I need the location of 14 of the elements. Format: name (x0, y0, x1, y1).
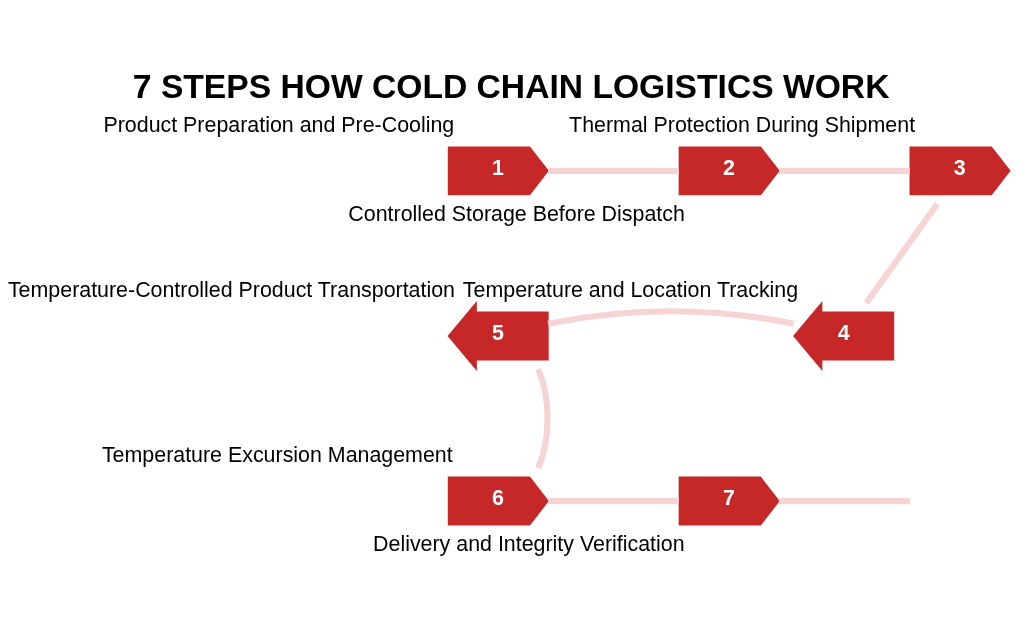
connector (548, 497, 679, 504)
connector (863, 201, 940, 305)
connector (535, 367, 551, 469)
diagram-title: 7 STEPS HOW COLD CHAIN LOGISTICS WORK (132, 67, 890, 105)
connector (548, 167, 679, 174)
node-label: Delivery and Integrity Verification (373, 531, 685, 556)
connector (779, 167, 910, 174)
node-label: Controlled Storage Before Dispatch (348, 201, 685, 226)
connector (547, 307, 795, 327)
node-label: Thermal Protection During Shipment (569, 112, 916, 137)
node-label: Temperature and Location Tracking (462, 277, 799, 302)
node-label: Product Preparation and Pre-Cooling (103, 112, 455, 137)
node-label: Temperature-Controlled Product Transportation (7, 277, 455, 302)
node-label: Temperature Excursion Management (101, 442, 453, 467)
